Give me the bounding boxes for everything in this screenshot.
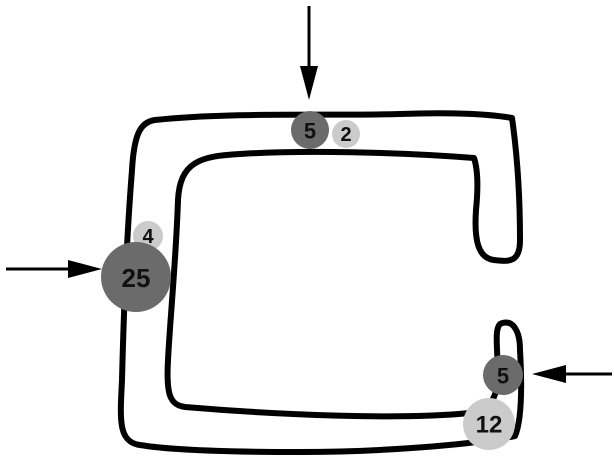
marker-label: 12 bbox=[476, 412, 503, 439]
marker-left-dark: 25 bbox=[101, 242, 171, 312]
marker-label: 5 bbox=[304, 119, 316, 144]
arrow-down-icon bbox=[300, 6, 318, 100]
arrow-left-icon bbox=[532, 365, 612, 383]
marker-right-dark: 5 bbox=[483, 355, 523, 395]
arrow-right-icon bbox=[6, 260, 102, 278]
marker-top-dark: 5 bbox=[291, 111, 329, 149]
marker-right-light: 12 bbox=[463, 398, 515, 450]
marker-label: 4 bbox=[142, 226, 154, 248]
marker-label: 5 bbox=[497, 364, 509, 389]
c-shape-outline bbox=[117, 110, 525, 455]
marker-top-light: 2 bbox=[332, 120, 360, 148]
marker-label: 2 bbox=[340, 124, 351, 146]
marker-label: 25 bbox=[122, 263, 151, 293]
